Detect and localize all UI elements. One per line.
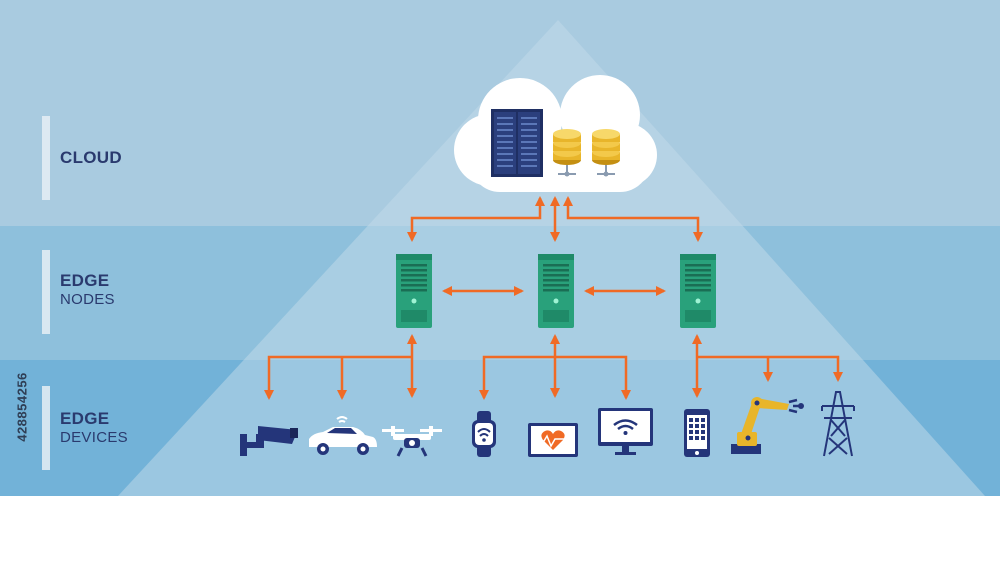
stock-id-label: 428854256 [10,332,34,482]
devices-tier-bar [42,386,50,470]
devices-tier-subtitle: DEVICES [60,428,128,446]
power-tower-icon [821,391,855,457]
security-camera-icon [240,426,298,456]
cloud-tier-label: CLOUD [60,148,122,168]
cloud-tier-title: CLOUD [60,148,122,167]
edge-server-icon [680,254,716,328]
smartwatch-icon [472,411,496,457]
devices-tier-title: EDGE [60,409,110,428]
footer-band [0,496,1000,575]
nodes-tier-label: EDGE NODES [60,271,115,308]
nodes-tier-title: EDGE [60,271,110,290]
drone-icon [382,426,442,457]
tablet-heart-icon [528,423,578,457]
car-icon [309,416,377,455]
nodes-tier-subtitle: NODES [60,290,115,308]
robot-arm-icon [731,397,804,454]
cloud-node-connectors [407,196,703,242]
cloud-tier-bar [42,116,50,200]
nodes-tier-bar [42,250,50,334]
smartphone-icon [684,409,710,457]
monitor-wifi-icon [598,408,653,455]
edge-server-icon [396,254,432,328]
node-device-connectors [264,334,843,400]
server-rack-icon [491,109,543,177]
stock-id-text: 428854256 [14,372,30,442]
edge-server-icon [538,254,574,328]
devices-tier-label: EDGE DEVICES [60,409,128,446]
